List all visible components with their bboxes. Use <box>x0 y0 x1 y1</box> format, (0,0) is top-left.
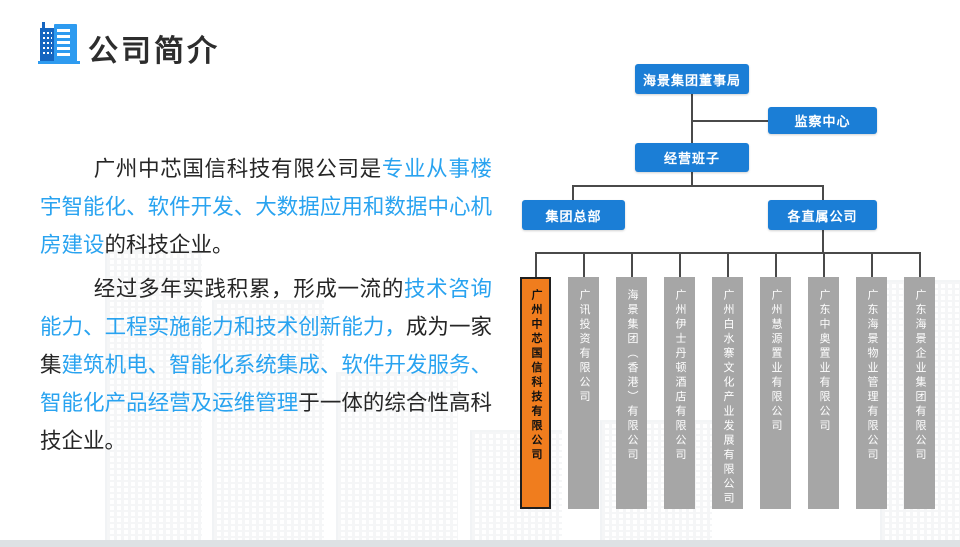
subsidiary-label: 广州伊士丹顿酒店有限公司 <box>674 289 686 463</box>
connector-line <box>535 252 537 277</box>
connector-line <box>871 252 873 277</box>
subsidiary-label: 广东中奥置业有限公司 <box>818 289 830 434</box>
intro-segment: 经过多年实践积累，形成一流的 <box>93 277 404 301</box>
intro-paragraph-2: 经过多年实践积累，形成一流的技术咨询能力、工程实施能力和技术创新能力，成为一家集… <box>40 270 492 460</box>
subsidiary-box: 海景集团（香港）有限公司 <box>616 277 647 509</box>
subsidiary-box: 广州慧源置业有限公司 <box>760 277 791 509</box>
subsidiary-box: 广州伊士丹顿酒店有限公司 <box>664 277 695 509</box>
intro-text: 广州中芯国信科技有限公司是专业从事楼宇智能化、软件开发、大数据应用和数据中心机房… <box>40 150 492 460</box>
page-title: 公司简介 <box>88 35 220 68</box>
org-box-headquarters: 集团总部 <box>522 200 625 230</box>
intro-segment-highlight: 建筑机电、智能化系统集成、软件开发服务、智能化产品经营及运维管理 <box>40 353 492 415</box>
org-box-label: 海景集团董事局 <box>642 72 741 88</box>
connector-line <box>823 252 825 277</box>
subsidiary-box: 广东海景物业管理有限公司 <box>856 277 887 509</box>
connector-line <box>822 185 824 200</box>
connector-line <box>775 252 777 277</box>
subsidiary-label: 广讯投资有限公司 <box>578 289 590 405</box>
org-box-board: 海景集团董事局 <box>635 64 749 94</box>
connector-line <box>691 120 769 122</box>
intro-paragraph-1: 广州中芯国信科技有限公司是专业从事楼宇智能化、软件开发、大数据应用和数据中心机房… <box>40 150 492 264</box>
connector-line <box>691 94 693 144</box>
org-box-management: 经营班子 <box>635 143 749 172</box>
connector-line <box>919 252 921 277</box>
buildings-icon <box>38 18 80 64</box>
intro-segment: 成为一家集 <box>40 315 492 377</box>
org-box-label: 各直属公司 <box>787 208 858 224</box>
subsidiary-box-highlight: 广州中芯国信科技有限公司 <box>520 277 551 509</box>
subsidiary-label: 海景集团（香港）有限公司 <box>626 289 638 463</box>
org-box-supervision: 监察中心 <box>768 107 877 134</box>
subsidiary-label: 广东海景物业管理有限公司 <box>866 289 878 463</box>
subsidiary-label: 广州白水寨文化产业发展有限公司 <box>722 289 734 507</box>
connector-line <box>822 230 824 253</box>
org-box-subsidiaries: 各直属公司 <box>768 200 877 230</box>
subsidiary-label: 广东海景企业集团有限公司 <box>914 289 926 463</box>
connector-line <box>691 172 693 186</box>
connector-line <box>572 185 824 187</box>
subsidiary-label: 广州慧源置业有限公司 <box>770 289 782 434</box>
intro-segment-highlight: 专业从事楼宇智能化、软件开发、大数据应用和数据中心机房建设 <box>40 157 492 257</box>
subsidiary-box: 广州白水寨文化产业发展有限公司 <box>712 277 743 509</box>
intro-segment: 于一体的综合性高科技企业。 <box>40 391 492 453</box>
connector-line <box>727 252 729 277</box>
subsidiary-box: 广讯投资有限公司 <box>568 277 599 509</box>
connector-line <box>572 185 574 200</box>
subsidiary-box: 广东海景企业集团有限公司 <box>904 277 935 509</box>
org-box-label: 经营班子 <box>663 151 720 166</box>
org-box-label: 集团总部 <box>545 208 602 224</box>
connector-line <box>679 252 681 277</box>
subsidiary-label: 广州中芯国信科技有限公司 <box>530 289 542 463</box>
intro-segment: 广州中芯国信科技有限公司是 <box>93 157 382 181</box>
intro-segment: 的科技企业。 <box>104 233 234 257</box>
slide-bottom-edge <box>0 540 960 547</box>
subsidiary-box: 广东中奥置业有限公司 <box>808 277 839 509</box>
org-box-label: 监察中心 <box>794 114 851 129</box>
intro-segment-highlight: 技术咨询能力、工程实施能力和技术创新能力， <box>40 277 492 339</box>
connector-line <box>631 252 633 277</box>
connector-line <box>583 252 585 277</box>
